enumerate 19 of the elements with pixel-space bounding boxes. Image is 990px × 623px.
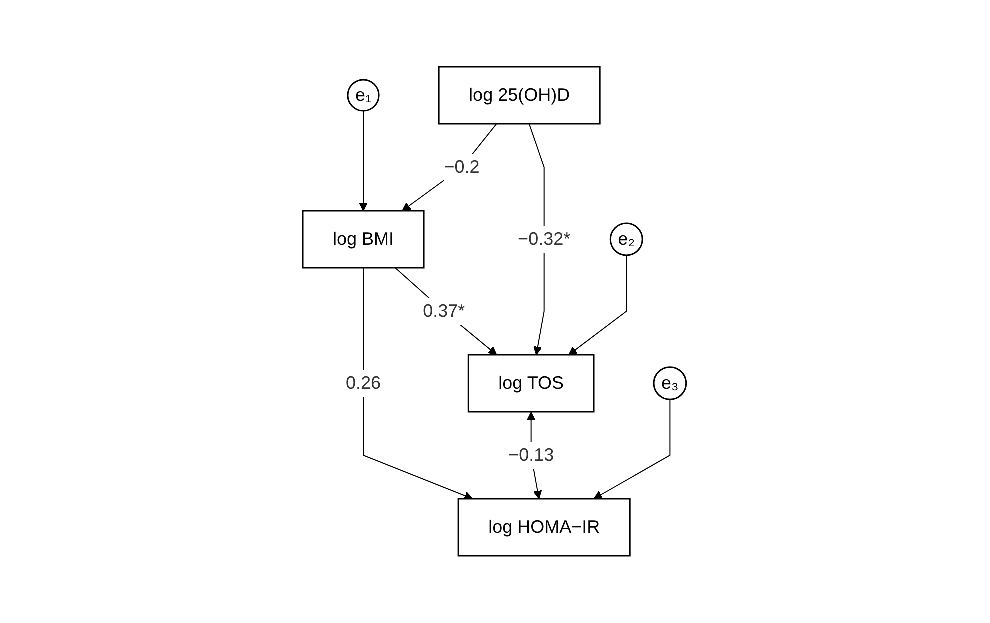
node-box: log BMI	[302, 210, 426, 269]
arrow	[529, 124, 546, 356]
arrow	[402, 124, 498, 212]
node-box: log TOS	[468, 354, 596, 413]
node-circle: e₂	[610, 222, 644, 256]
edge-label: −0.32*	[518, 228, 571, 249]
arrow	[359, 110, 368, 212]
edge-label: −0.13	[508, 444, 554, 465]
arrow	[363, 268, 474, 500]
arrow	[594, 399, 671, 500]
node-box: log 25(OH)D	[438, 66, 602, 125]
arrow	[568, 255, 628, 356]
edge-label: 0.26	[346, 372, 382, 393]
node-circle: e₃	[654, 366, 688, 400]
arrow	[395, 268, 498, 356]
node-circle: e₁	[348, 79, 380, 112]
edge-label: −0.2	[444, 156, 480, 177]
node-box: log HOMA−IR	[458, 498, 632, 557]
edge-label: 0.37*	[423, 300, 466, 321]
